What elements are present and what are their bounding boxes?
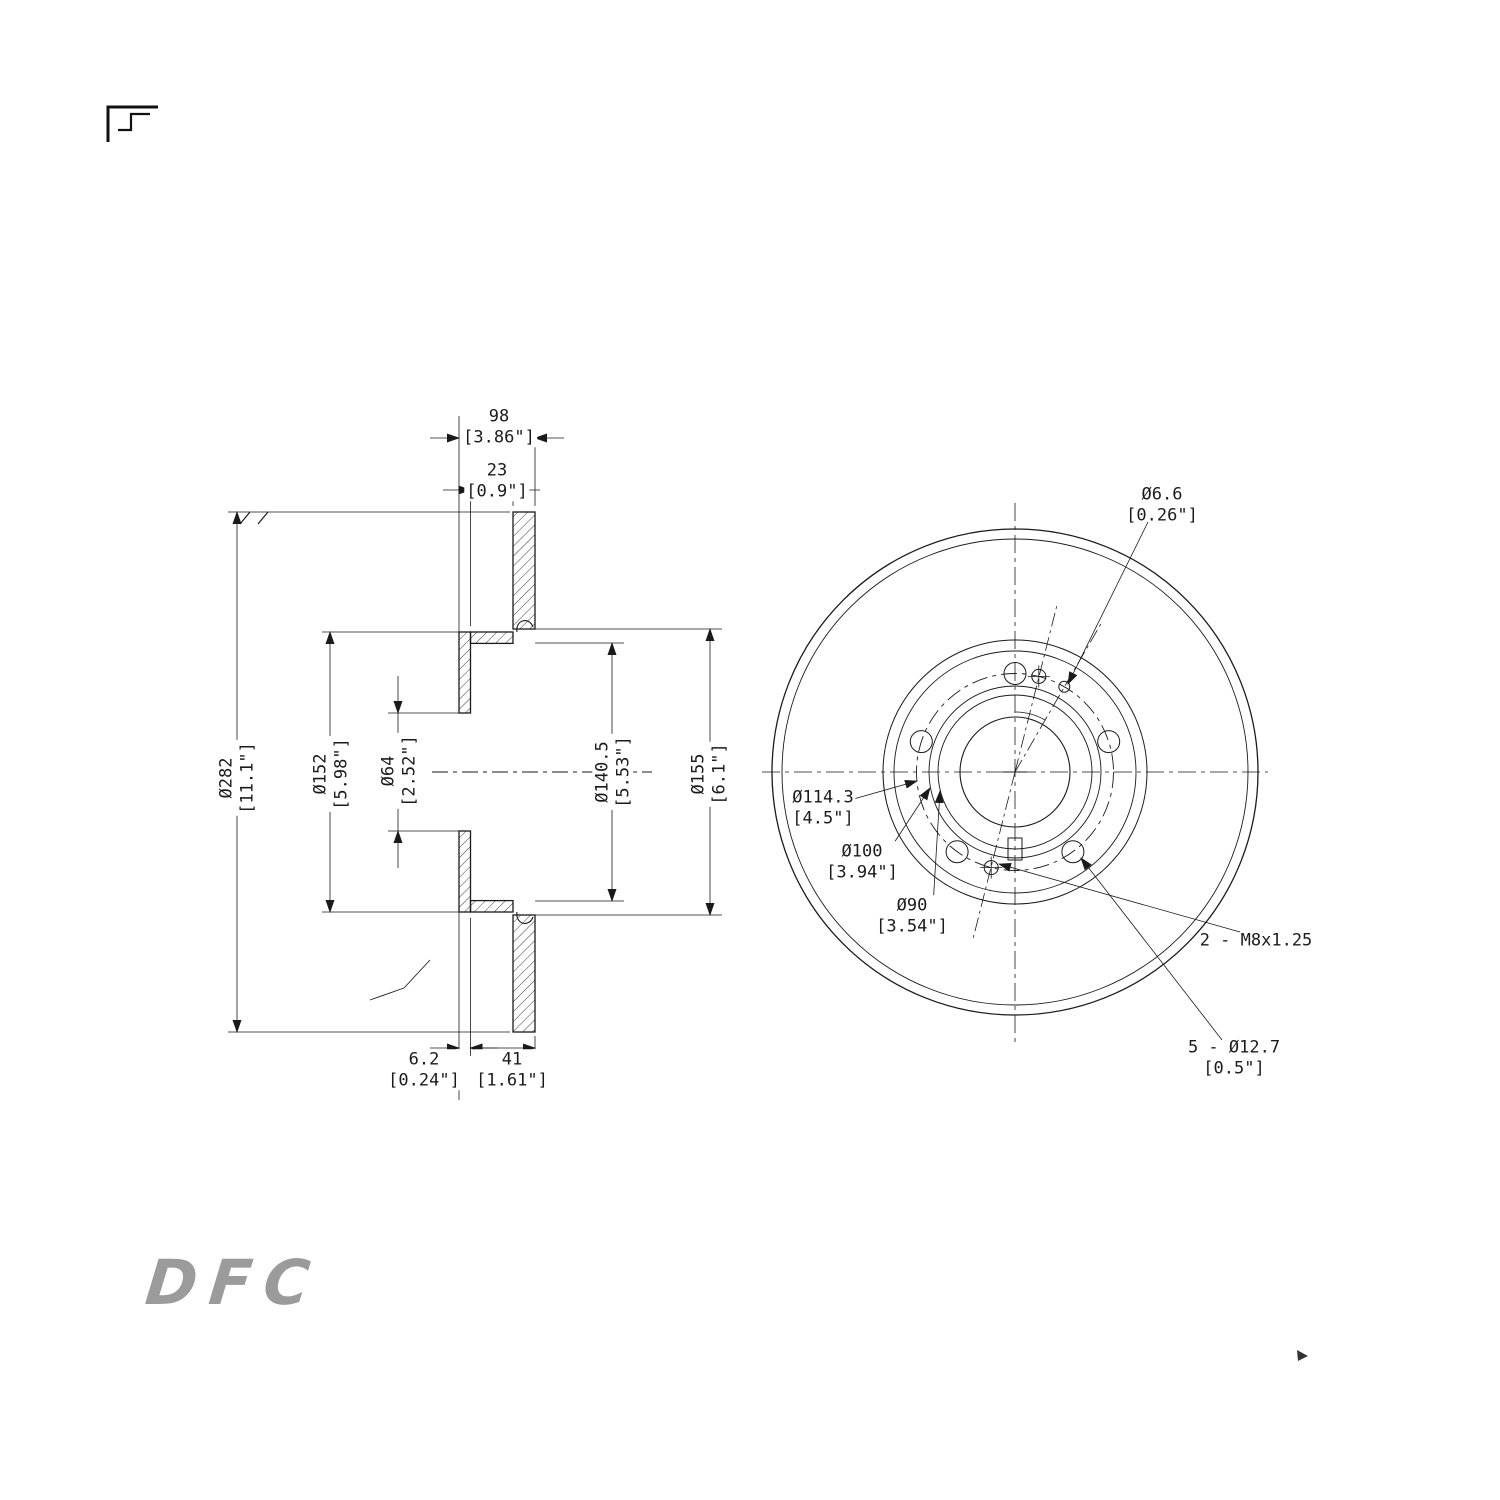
dim-plate-thickness: 6.2 [0.24"] bbox=[386, 1049, 462, 1091]
dim-hat-depth: 23 [0.9"] bbox=[464, 460, 530, 502]
dim-inner-diameter: Ø140.5 [5.53"] bbox=[592, 734, 634, 810]
dim-small-hole: Ø6.6 [0.26"] bbox=[1126, 484, 1198, 525]
corner-mark-icon bbox=[106, 105, 158, 142]
keyway-mark bbox=[1007, 837, 1023, 861]
dim-circle-100: Ø100 [3.94"] bbox=[824, 841, 900, 883]
page-mark-icon bbox=[1297, 1350, 1308, 1361]
dim-top-width: 98 [3.86"] bbox=[461, 406, 537, 448]
dim-overall-height: 41 [1.61"] bbox=[474, 1049, 550, 1091]
dim-bore-diameter: Ø64 [2.52"] bbox=[378, 733, 420, 809]
front-view bbox=[762, 503, 1268, 1046]
lug-hole bbox=[909, 662, 1121, 864]
dim-set-screws: 2 - M8x1.25 bbox=[1199, 930, 1313, 951]
dim-circle-90: Ø90 [3.54"] bbox=[874, 895, 950, 937]
dim-lug-holes: 5 - Ø12.7 [0.5"] bbox=[1187, 1037, 1281, 1078]
section-view bbox=[432, 416, 652, 1100]
section-dim-lines bbox=[228, 433, 722, 1056]
dim-outer-diameter: Ø282 [11.1"] bbox=[216, 740, 258, 816]
dim-face-diameter: Ø155 [6.1"] bbox=[688, 741, 730, 807]
dim-hat-diameter: Ø152 [5.98"] bbox=[310, 736, 352, 812]
small-hole bbox=[1058, 680, 1071, 693]
dim-bolt-circle: Ø114.3 [4.5"] bbox=[790, 787, 856, 829]
dfc-logo: DFC bbox=[142, 1246, 326, 1319]
